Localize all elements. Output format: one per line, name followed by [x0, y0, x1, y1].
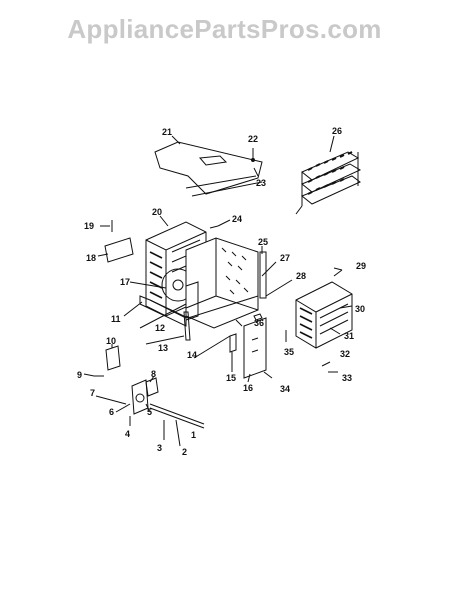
leader-lines — [83, 135, 353, 413]
label-7: 7 — [90, 388, 95, 398]
label-3: 3 — [157, 443, 162, 453]
label-17: 17 — [120, 277, 130, 287]
label-28: 28 — [296, 271, 306, 281]
label-12: 12 — [155, 323, 165, 333]
label-11: 11 — [111, 314, 121, 324]
label-34: 34 — [280, 384, 290, 394]
motor-bracket-part — [131, 377, 159, 415]
label-4: 4 — [125, 429, 130, 439]
label-10: 10 — [106, 336, 116, 346]
part-14 — [235, 319, 243, 327]
label-13: 13 — [158, 343, 168, 353]
tray-part-12 — [185, 281, 199, 321]
base-pan-part — [139, 295, 187, 327]
label-25: 25 — [258, 237, 268, 247]
label-31: 31 — [344, 331, 354, 341]
part-15 — [229, 333, 237, 353]
label-15: 15 — [226, 373, 236, 383]
condenser-coil-part — [295, 281, 353, 349]
label-23: 23 — [256, 178, 266, 188]
label-35: 35 — [284, 347, 294, 357]
label-2: 2 — [182, 447, 187, 457]
watermark: AppliancePartsPros.com — [67, 14, 382, 44]
label-22: 22 — [248, 134, 258, 144]
rod-part-1 — [149, 403, 205, 425]
label-18: 18 — [86, 253, 96, 263]
label-20: 20 — [152, 207, 162, 217]
label-9: 9 — [77, 370, 82, 380]
bracket-part-18 — [104, 237, 134, 263]
leader-27 — [261, 261, 277, 277]
label-21: 21 — [162, 127, 172, 137]
leader-28 — [265, 279, 293, 297]
strip-part-25 — [259, 251, 267, 299]
label-14: 14 — [187, 350, 197, 360]
leader-2 — [175, 419, 181, 447]
screw-part-29 — [333, 269, 343, 277]
label-1: 1 — [191, 430, 196, 440]
rod-part-1b — [149, 407, 205, 429]
label-6: 6 — [109, 407, 114, 417]
screw-part-24 — [209, 225, 219, 229]
label-8: 8 — [151, 369, 156, 379]
label-30: 30 — [355, 304, 365, 314]
heater-coil-part — [295, 151, 362, 215]
top-cover-part — [154, 141, 263, 197]
bracket-part-10 — [105, 345, 121, 371]
label-19: 19 — [84, 221, 94, 231]
label-33: 33 — [342, 373, 352, 383]
part-36 — [253, 313, 263, 321]
label-32: 32 — [340, 349, 350, 359]
label-24: 24 — [232, 214, 242, 224]
part-labels: 21 22 23 26 19 20 24 18 25 27 28 29 17 3… — [77, 126, 366, 457]
label-36: 36 — [254, 318, 264, 328]
label-5: 5 — [147, 407, 152, 417]
control-panel-part — [243, 317, 267, 379]
part-32 — [321, 361, 331, 367]
part-7 — [95, 395, 127, 405]
screw-part-22 — [251, 148, 255, 162]
label-27: 27 — [280, 253, 290, 263]
label-29: 29 — [356, 261, 366, 271]
label-26: 26 — [332, 126, 342, 136]
bar-part-13 — [183, 311, 191, 341]
label-16: 16 — [243, 383, 253, 393]
part-34 — [263, 371, 273, 379]
